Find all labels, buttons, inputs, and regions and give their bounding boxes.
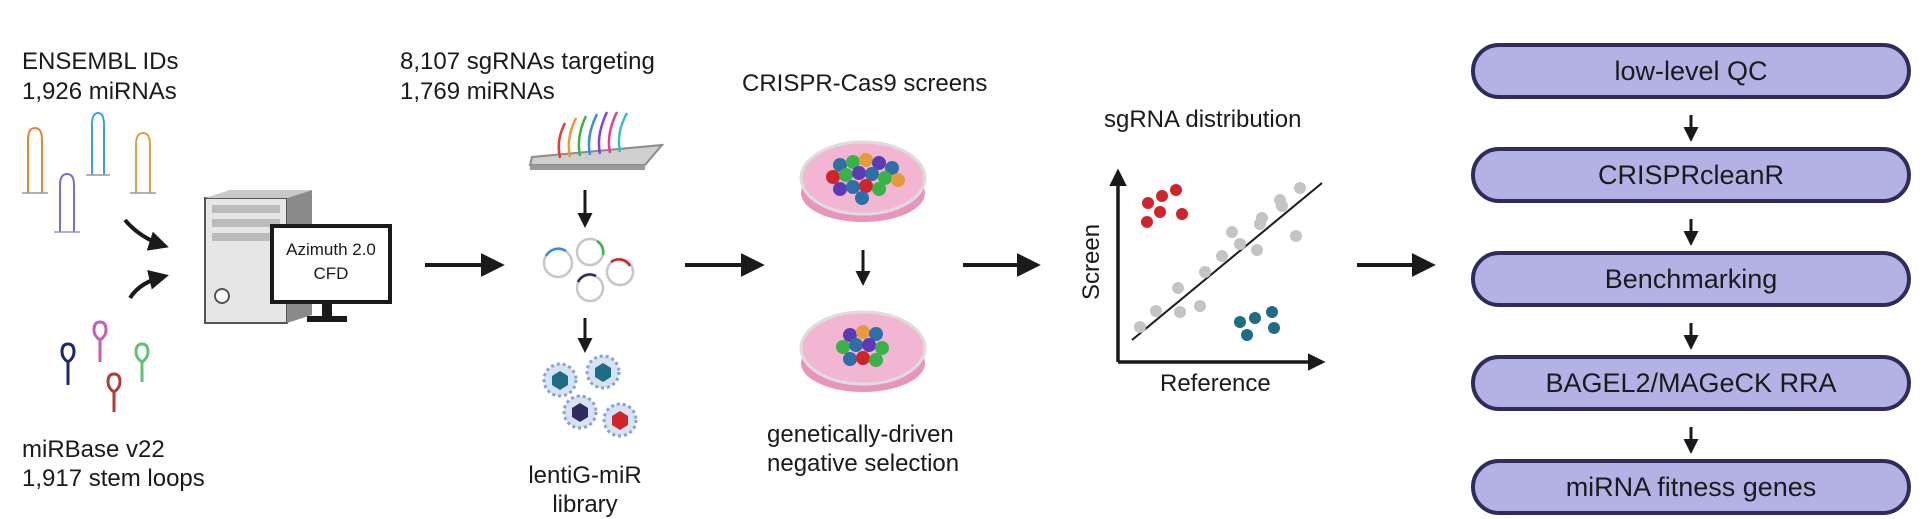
regression-line — [1131, 182, 1323, 341]
pipeline-step-bagel-mageck: BAGEL2/MAGeCK RRA — [1471, 355, 1911, 411]
scatter-point — [1141, 216, 1153, 228]
scatter-point — [1176, 208, 1188, 220]
distribution-title: sgRNA distribution — [1104, 106, 1302, 133]
scatter-point — [1234, 238, 1246, 250]
scatter-point — [1266, 306, 1278, 318]
curved-arrow-top — [123, 218, 169, 251]
scatter-point — [1256, 212, 1268, 224]
distribution-xlabel: Reference — [1160, 370, 1271, 397]
monitor-text-line2: CFD — [313, 264, 349, 283]
curved-arrow-bottom — [128, 270, 169, 300]
scatter-plot — [1109, 168, 1326, 371]
scatter-point — [1274, 194, 1286, 206]
scatter-point — [1241, 329, 1253, 341]
scatter-point — [1174, 306, 1186, 318]
scatter-point — [1150, 305, 1162, 317]
sgrna-count-line1: 8,107 sgRNAs targeting — [400, 48, 655, 75]
pipeline-step-qc: low-level QC — [1471, 43, 1911, 99]
pipeline-step-crisprcleanr: CRISPRcleanR — [1471, 147, 1911, 203]
monitor-text-line1: Azimuth 2.0 — [286, 240, 376, 259]
scatter-point — [1249, 312, 1261, 324]
mirbase-title: miRBase v22 — [22, 436, 165, 463]
scatter-point — [1170, 184, 1182, 196]
scatter-point — [1268, 322, 1280, 334]
scatter-point — [1172, 282, 1184, 294]
hairpin-cluster-ensembl-icon — [22, 111, 156, 233]
screens-title: CRISPR-Cas9 screens — [742, 70, 988, 97]
hairpin-cluster-mirbase-icon — [60, 320, 150, 412]
library-label-line1: lentiG-miR — [528, 462, 642, 489]
ensembl-count: 1,926 miRNAs — [22, 78, 177, 105]
screens-caption-line2: negative selection — [767, 450, 960, 477]
ensembl-title: ENSEMBL IDs — [22, 48, 179, 75]
sgrna-count-line2: 1,769 miRNAs — [400, 78, 555, 105]
scatter-point — [1294, 182, 1306, 194]
scatter-point — [1194, 300, 1206, 312]
scatter-point — [1290, 230, 1302, 242]
scatter-point — [1226, 226, 1238, 238]
scatter-point — [1251, 244, 1263, 256]
library-label-line2: library — [552, 491, 618, 518]
monitor-icon — [270, 224, 392, 322]
mirbase-count: 1,917 stem loops — [22, 465, 205, 492]
petri-dish-top-icon — [799, 140, 927, 222]
plasmid-circles-icon — [542, 237, 635, 303]
petri-dish-bottom-icon — [799, 310, 927, 392]
scatter-point — [1154, 206, 1166, 218]
screens-caption-line1: genetically-driven — [767, 421, 954, 448]
scatter-point — [1142, 197, 1154, 209]
scatter-point — [1156, 190, 1168, 202]
pipeline-step-benchmarking: Benchmarking — [1471, 251, 1911, 307]
scatter-point — [1216, 250, 1228, 262]
pipeline-step-fitness-genes: miRNA fitness genes — [1471, 459, 1911, 515]
sgrna-slide-icon — [528, 111, 665, 170]
scatter-point — [1134, 321, 1146, 333]
scatter-point — [1234, 316, 1246, 328]
scatter-point — [1199, 266, 1211, 278]
distribution-ylabel: Screen — [1078, 223, 1105, 300]
lentivirus-particles-icon — [542, 354, 638, 438]
